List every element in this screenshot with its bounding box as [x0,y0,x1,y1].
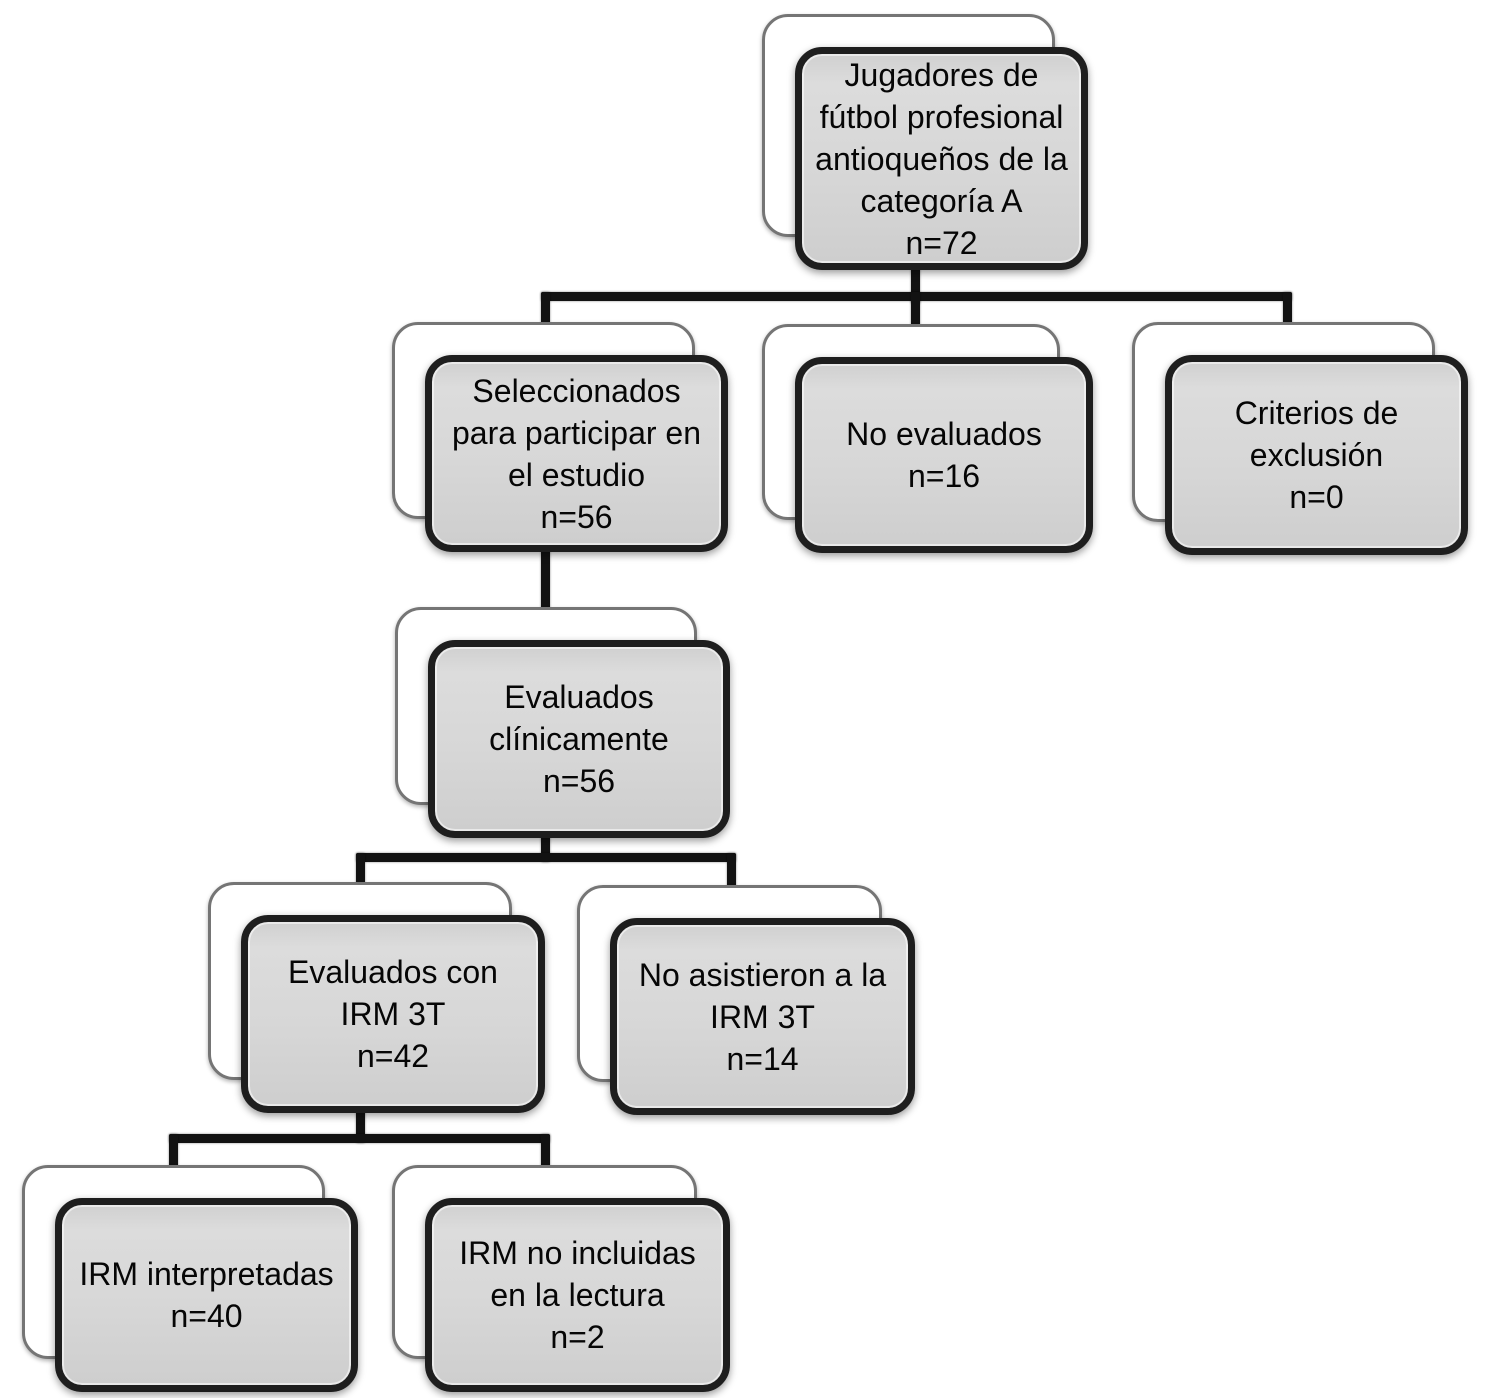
connector-evalclin-drop [541,832,550,862]
node-jugadores-root: Jugadores de fútbol profesional antioque… [762,14,1088,270]
connector-seleccionados-evalclin [541,546,550,646]
connector-stub-interpretadas [169,1134,178,1180]
node-no-asistieron-irm: No asistieron a la IRM 3T n=14 [577,885,915,1115]
node-label: No asistieron a la IRM 3T n=14 [638,956,887,1077]
connector-row4-horizontal [356,853,736,862]
node-card: No evaluados n=16 [795,357,1093,553]
node-card: IRM no incluidas en la lectura n=2 [425,1198,730,1392]
node-card: IRM interpretadas n=40 [55,1198,358,1392]
node-evaluados-irm: Evaluados con IRM 3T n=42 [208,882,545,1113]
node-irm-interpretadas: IRM interpretadas n=40 [22,1165,358,1392]
node-no-evaluados: No evaluados n=16 [762,324,1093,553]
node-label: Jugadores de fútbol profesional antioque… [815,56,1068,261]
node-label: Evaluados clínicamente n=56 [489,679,669,799]
node-card: Criterios de exclusión n=0 [1165,355,1468,555]
node-card: Evaluados clínicamente n=56 [428,640,730,838]
node-card: Evaluados con IRM 3T n=42 [241,915,545,1113]
node-card: Jugadores de fútbol profesional antioque… [795,47,1088,270]
node-irm-no-incluidas: IRM no incluidas en la lectura n=2 [392,1165,730,1392]
node-card: Seleccionados para participar en el estu… [425,355,728,552]
node-criterios-exclusion: Criterios de exclusión n=0 [1132,322,1468,555]
connector-row5-horizontal [169,1134,550,1143]
node-label: IRM interpretadas n=40 [79,1256,334,1334]
node-label: Criterios de exclusión n=0 [1234,395,1399,515]
node-card: No asistieron a la IRM 3T n=14 [610,918,915,1115]
node-label: No evaluados n=16 [846,416,1042,494]
connector-root-drop [911,264,920,304]
connector-evalirm-drop [356,1108,365,1143]
node-evaluados-clinicamente: Evaluados clínicamente n=56 [395,607,730,838]
node-label: Evaluados con IRM 3T n=42 [288,954,498,1074]
connector-stub-evaluados-irm [356,853,365,900]
node-label: IRM no incluidas en la lectura n=2 [459,1235,696,1355]
node-label: Seleccionados para participar en el estu… [451,372,702,535]
connector-stub-no-asistieron [727,853,736,900]
node-seleccionados: Seleccionados para participar en el estu… [392,322,728,552]
connector-stub-no-incluidas [541,1134,550,1180]
